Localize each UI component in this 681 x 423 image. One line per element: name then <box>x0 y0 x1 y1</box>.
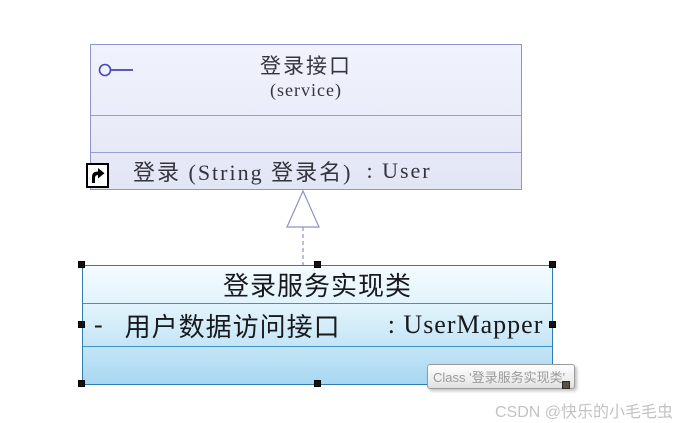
interface-title: 登录接口 <box>260 54 352 78</box>
realization-arrowhead-icon <box>286 189 320 228</box>
selection-handle-top-center[interactable] <box>314 261 321 268</box>
watermark: CSDN @快乐的小毛毛虫 <box>494 404 673 421</box>
class-operations-compartment <box>83 346 552 384</box>
selection-handle-mid-right[interactable] <box>549 321 556 328</box>
interface-stereotype: (service) <box>270 80 342 100</box>
selection-handle-bottom-right[interactable] <box>562 381 570 389</box>
interface-attributes-compartment <box>91 115 521 152</box>
attribute-visibility: - <box>94 310 104 339</box>
method-signature: 登录 (String 登录名) <box>133 160 353 185</box>
attribute-name: 用户数据访问接口 <box>124 312 341 342</box>
interface-node[interactable]: 登录接口 (service) 登录 (String 登录名) : User <box>86 44 522 190</box>
class-title: 登录服务实现类 <box>222 272 412 301</box>
interface-methods-compartment: 登录 (String 登录名) : User <box>91 152 521 189</box>
attribute-type: : UserMapper <box>387 310 544 339</box>
method-return-type: : User <box>366 158 432 183</box>
tooltip-text: Class '登录服务实现类' <box>433 370 566 385</box>
realization-connector[interactable] <box>280 186 340 270</box>
class-attributes-compartment: - 用户数据访问接口 : UserMapper <box>83 303 552 346</box>
selection-handle-top-left[interactable] <box>78 261 85 268</box>
class-name-compartment: 登录服务实现类 <box>83 266 552 303</box>
tooltip: Class '登录服务实现类' <box>427 364 575 389</box>
provided-interface-lollipop-icon <box>98 63 133 77</box>
selection-handle-bottom-center[interactable] <box>314 380 321 387</box>
selection-handle-top-right[interactable] <box>549 261 556 268</box>
interface-name-compartment: 登录接口 (service) <box>91 45 521 115</box>
selection-handle-bottom-left[interactable] <box>78 380 85 387</box>
shortcut-arrow-icon <box>86 163 109 188</box>
selection-handle-mid-left[interactable] <box>78 321 85 328</box>
